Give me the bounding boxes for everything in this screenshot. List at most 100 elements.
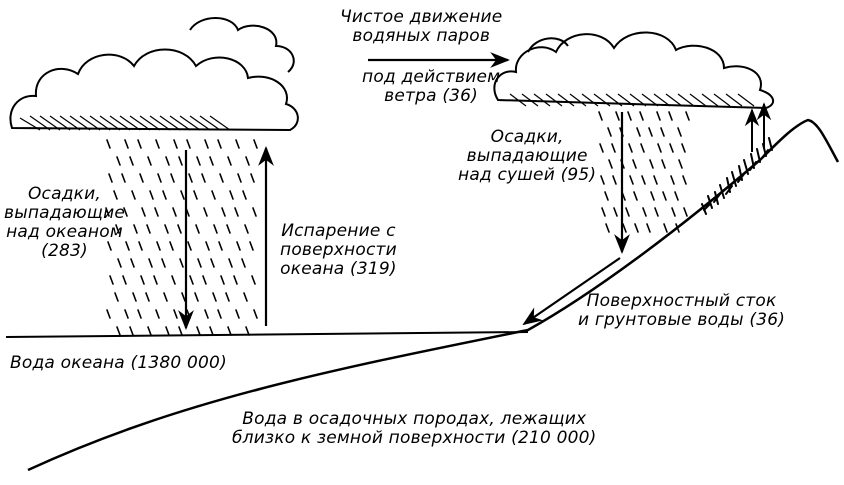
rain-streak (141, 207, 146, 217)
rain-streak (116, 326, 121, 336)
rain-streak (133, 224, 138, 234)
rain-streak (202, 275, 207, 285)
rain-streak (173, 139, 178, 149)
rain-streak (124, 139, 129, 149)
rain-streak (195, 224, 200, 234)
rain-streak (674, 191, 679, 201)
cloud-icon-ocean (9, 17, 299, 132)
rain-streak (668, 111, 673, 121)
rain-streak (601, 207, 606, 217)
rain-streak (113, 190, 118, 200)
rain-streak (165, 156, 170, 166)
rain-streak (241, 258, 246, 268)
rain-streak (219, 173, 224, 183)
rain-streak (613, 207, 618, 217)
rain-streak (196, 156, 201, 166)
rain-streak (106, 139, 111, 149)
rain-streak (107, 241, 112, 251)
rain-streak (653, 175, 658, 185)
arrow-icon-runoff (522, 257, 621, 326)
rain-streak (187, 241, 192, 251)
rain-streak (677, 127, 682, 137)
rain-streak (639, 111, 644, 121)
label-wind-force: под действием ветра (36) (362, 67, 501, 106)
rain-icon-land (598, 111, 690, 233)
rain-streak (235, 139, 240, 149)
rain-streak (149, 190, 154, 200)
rain-streak (155, 139, 160, 149)
rain-streak (156, 241, 161, 251)
rain-streak (129, 156, 134, 166)
rain-streak (196, 326, 201, 336)
rain-streak (646, 223, 651, 233)
rain-streak (121, 173, 126, 183)
rain-streak (648, 127, 653, 137)
rain-streak (145, 292, 150, 302)
rain-streak (147, 156, 152, 166)
rain-streak (147, 326, 152, 336)
rain-streak (670, 175, 675, 185)
rain-streak (165, 326, 170, 336)
rain-streak (137, 139, 142, 149)
rain-streak (181, 292, 186, 302)
rain-streak (640, 143, 645, 153)
rain-streak (124, 309, 129, 319)
rain-streak (153, 275, 158, 285)
rain-streak (650, 191, 655, 201)
rain-streak (669, 143, 674, 153)
rain-streak (177, 224, 182, 234)
rain-streak (678, 159, 683, 169)
rain-streak (226, 224, 231, 234)
rain-streak (194, 292, 199, 302)
rain-streak (245, 326, 250, 336)
label-runoff: Поверхностный сток и грунтовые воды (36) (578, 291, 786, 330)
rain-streak (218, 241, 223, 251)
rain-streak (671, 207, 676, 217)
rain-streak (109, 275, 114, 285)
land-slope (27, 118, 840, 472)
cloud-icon-land (493, 31, 775, 110)
rain-streak (629, 175, 634, 185)
rain-streak (682, 175, 687, 185)
rain-streak (253, 139, 258, 149)
rain-streak (675, 223, 680, 233)
rain-streak (169, 241, 174, 251)
rain-streak (148, 258, 153, 268)
label-ocean-precipitation: Осадки, выпадающие над океаном (283) (4, 184, 125, 261)
rain-streak (154, 207, 159, 217)
rain-streak (654, 207, 659, 217)
ocean-surface-line (5, 331, 529, 338)
rain-streak (633, 191, 638, 201)
rain-streak (157, 173, 162, 183)
label-sediment-water: Вода в осадочных породах, лежащих близко… (232, 409, 597, 448)
rain-streak (212, 292, 217, 302)
rain-streak (649, 159, 654, 169)
rain-streak (242, 190, 247, 200)
rain-streak (186, 139, 191, 149)
rain-streak (245, 156, 250, 166)
rain-streak (211, 190, 216, 200)
rain-streak (137, 309, 142, 319)
rain-streak (179, 258, 184, 268)
rain-streak (233, 275, 238, 285)
rain-streak (213, 224, 218, 234)
rain-streak (163, 292, 168, 302)
rain-streak (237, 173, 242, 183)
rain-streak (186, 309, 191, 319)
rain-streak (173, 309, 178, 319)
rain-streak (108, 173, 113, 183)
rain-streak (251, 275, 256, 285)
rain-streak (204, 139, 209, 149)
rain-streak (604, 191, 609, 201)
rain-streak (628, 143, 633, 153)
rain-streak (203, 207, 208, 217)
rain-streak (170, 173, 175, 183)
cloud-base-land (509, 93, 755, 107)
rain-streak (636, 127, 641, 137)
rain-streak (116, 156, 121, 166)
rain-streak (205, 241, 210, 251)
rain-streak (209, 156, 214, 166)
rain-streak (210, 258, 215, 268)
rain-streak (105, 207, 110, 217)
